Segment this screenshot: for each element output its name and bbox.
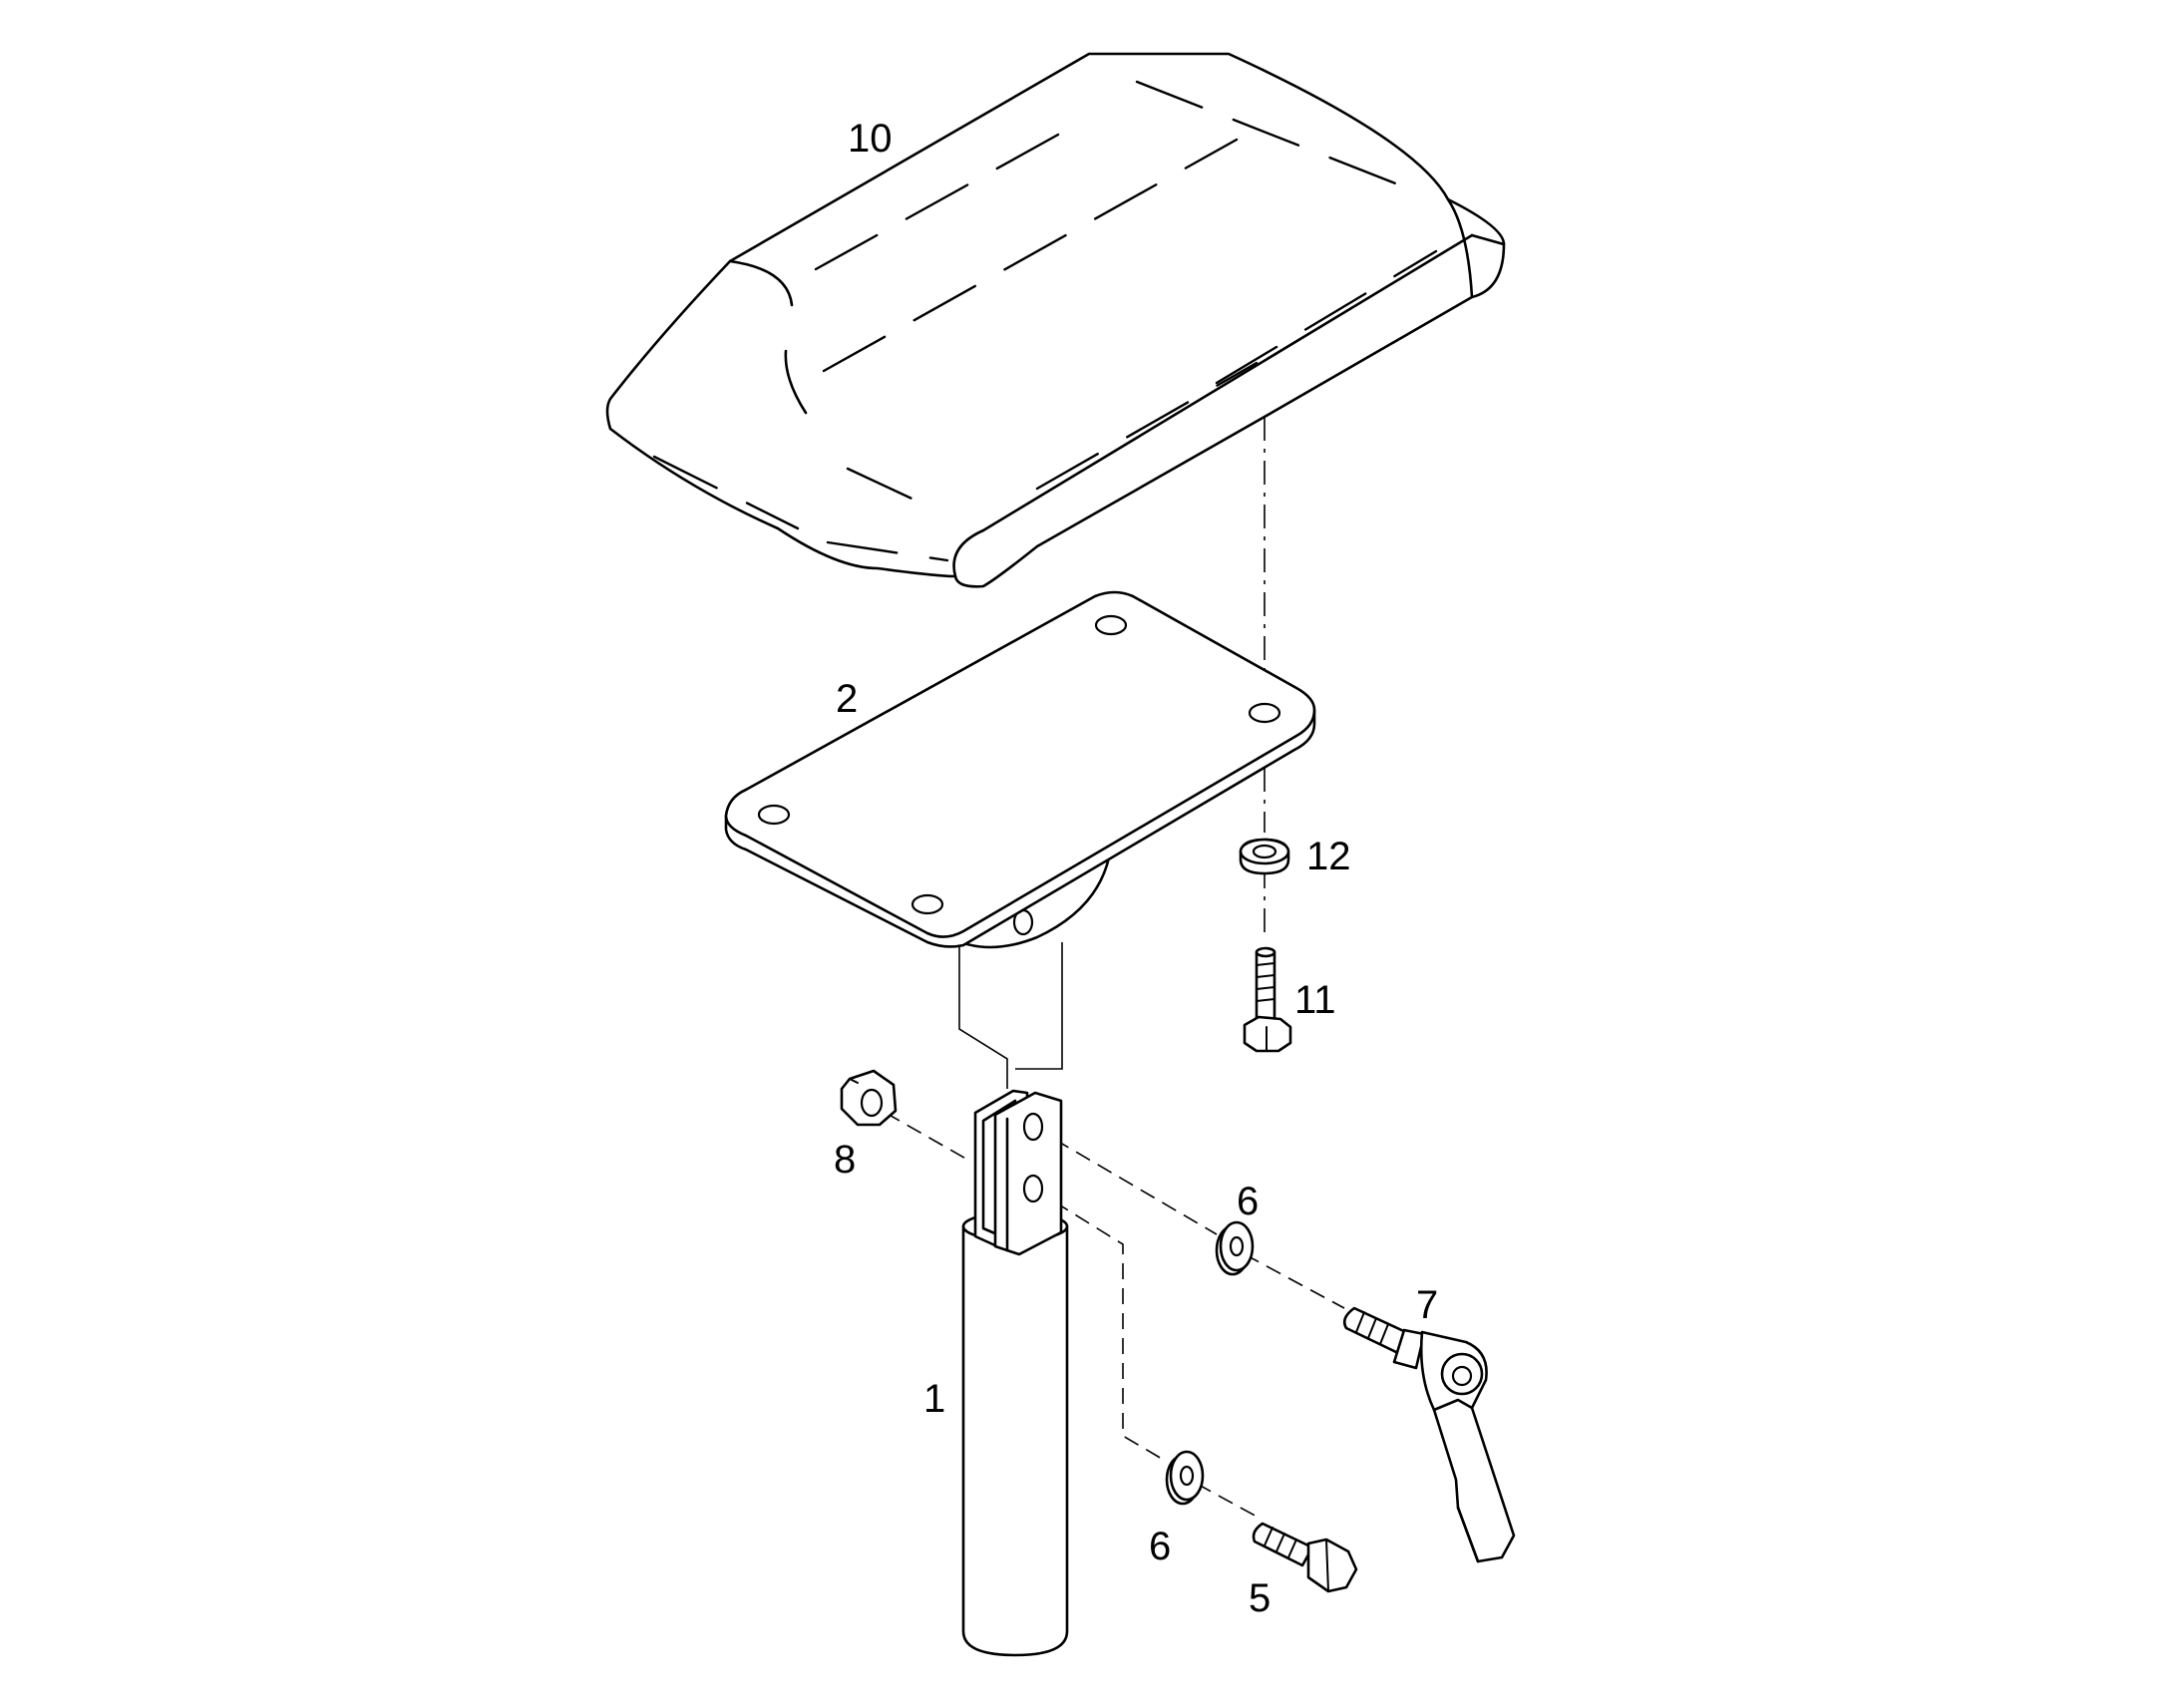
bolt-11-thread-3	[1256, 986, 1275, 990]
callout-6b: 6	[1149, 1525, 1171, 1568]
bolt-5-thread-2	[1275, 1533, 1285, 1552]
callout-6a: 6	[1237, 1180, 1259, 1223]
cushion-right-roll-inner	[1470, 233, 1506, 246]
seat-cushion-part	[605, 52, 1506, 588]
clevis-front-plate	[993, 1091, 1063, 1256]
bolt-5-head	[1306, 1537, 1358, 1593]
clevis-hole-lower	[1022, 1174, 1044, 1203]
callout-10: 10	[848, 117, 893, 161]
cushion-groove-top	[1135, 80, 1428, 197]
bolt-11-tip	[1255, 946, 1276, 958]
lever-7-arm-edge	[1432, 1398, 1474, 1412]
bolt-11-thread-2	[1256, 974, 1275, 978]
callout-5: 5	[1249, 1576, 1271, 1620]
bolt-5-thread-3	[1287, 1538, 1297, 1558]
washer-6b-hole	[1179, 1465, 1195, 1487]
lever-7-arm-tip-edge	[1456, 1506, 1480, 1563]
washer-12-part	[1239, 838, 1290, 875]
post-1-part	[961, 1089, 1069, 1657]
plate-hole-right	[1248, 702, 1281, 724]
bolt-5-thread-1	[1264, 1527, 1273, 1546]
bolt-11-thread-1	[1256, 962, 1275, 966]
plate-hole-top	[1094, 614, 1128, 636]
cushion-groove-bottom	[652, 455, 800, 530]
nut-8-part	[840, 1069, 898, 1127]
bolt-11-part	[1243, 946, 1292, 1053]
callout-8: 8	[834, 1138, 856, 1182]
plate-hole-bottom	[910, 893, 944, 915]
leader-washer-6b-to-bolt	[1196, 1483, 1260, 1519]
leader-plate-to-post	[958, 939, 1008, 1089]
bolt-11-thread-4	[1256, 998, 1275, 1002]
lever-7-arm	[1419, 1330, 1516, 1563]
callout-7: 7	[1416, 1283, 1438, 1327]
cushion-groove-1	[814, 118, 1087, 271]
cushion-groove-front	[846, 467, 939, 512]
cushion-left-face	[784, 349, 808, 415]
cushion-groove-3	[1215, 249, 1438, 385]
nut-8-edge	[849, 1078, 859, 1084]
clevis-hole-upper	[1022, 1112, 1044, 1142]
cushion-front-roll	[952, 233, 1474, 578]
nut-8-hole	[860, 1088, 884, 1118]
callout-1: 1	[923, 1377, 945, 1421]
assembly-leader-lines	[885, 417, 1345, 1519]
lever-7-thread-3	[1379, 1323, 1389, 1345]
bolt-5-head-edge	[1325, 1538, 1329, 1592]
plate-top-face	[724, 590, 1316, 938]
lever-7-part	[1342, 1306, 1516, 1563]
leader-washer-6a-to-lever	[1244, 1253, 1345, 1309]
mounting-plate-part	[724, 590, 1316, 949]
bolt-5-shank	[1252, 1522, 1314, 1567]
lever-7-thread-2	[1367, 1317, 1377, 1339]
cushion-groove-base	[826, 540, 949, 562]
bolt-5-part	[1252, 1522, 1358, 1593]
leader-clevis-to-washer-6b	[1032, 1188, 1168, 1463]
lever-7-thread-1	[1355, 1311, 1365, 1333]
washer-12-hole	[1252, 844, 1277, 859]
cushion-left-shoulder	[728, 259, 794, 307]
plate-hole-left	[757, 804, 791, 826]
cushion-groove-4	[1035, 361, 1259, 491]
callout-labels: 10 2 12 11 8 6 7 1 6 5	[834, 117, 1438, 1620]
lever-7-hub-socket	[1451, 1365, 1473, 1387]
post-1-cylinder	[961, 1224, 1069, 1657]
lever-7-collar	[1392, 1328, 1426, 1370]
callout-12: 12	[1306, 835, 1351, 878]
washer-6b-part	[1165, 1450, 1205, 1506]
callout-11: 11	[1294, 978, 1336, 1022]
leader-clevis-to-washer-6a	[1032, 1126, 1218, 1235]
cushion-groove-2	[822, 138, 1239, 373]
leader-plate-to-post-right	[1015, 942, 1063, 1070]
cushion-outline	[605, 52, 1506, 588]
washer-6a-hole	[1229, 1235, 1245, 1257]
washer-6a-part	[1215, 1220, 1255, 1276]
bolt-11-shank	[1255, 950, 1276, 1022]
callout-2: 2	[836, 677, 858, 721]
leader-nut-to-clevis	[885, 1112, 970, 1162]
